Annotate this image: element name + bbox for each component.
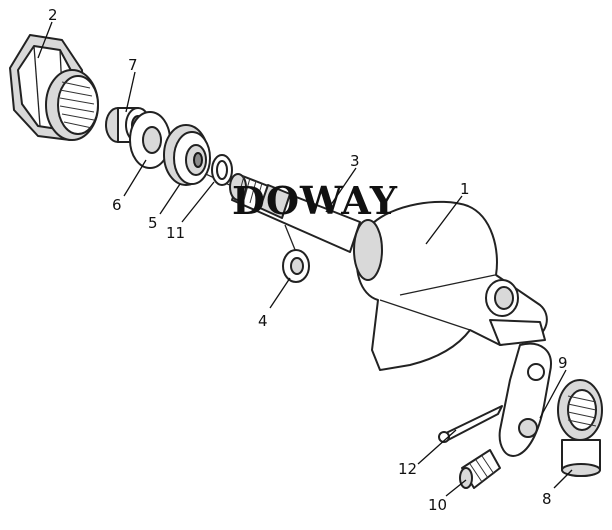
- leader-7: [125, 71, 136, 113]
- callout-9: 9: [558, 354, 568, 372]
- callout-5: 5: [148, 214, 158, 232]
- leader-9: [539, 369, 567, 419]
- leader-3: [325, 167, 357, 213]
- part-5-flanged-seal: [163, 124, 211, 186]
- callout-1: 1: [460, 180, 470, 198]
- callout-7: 7: [128, 56, 138, 74]
- leader-11: [181, 181, 215, 223]
- callout-11: 11: [166, 224, 185, 242]
- part-10-strainer: [459, 449, 501, 489]
- callout-6: 6: [112, 196, 122, 214]
- callout-12: 12: [398, 460, 417, 478]
- callout-8: 8: [542, 490, 552, 508]
- leader-10: [445, 479, 467, 497]
- callout-4: 4: [258, 312, 268, 330]
- callout-10: 10: [428, 496, 447, 514]
- part-9-link-plate: [498, 342, 552, 457]
- leader-6: [123, 159, 147, 197]
- leader-8: [553, 469, 573, 489]
- leader-lines: [37, 21, 573, 497]
- part-11-o-ring: [211, 154, 233, 186]
- part-8-gear-cap: [557, 379, 603, 477]
- leader-4: [269, 277, 291, 309]
- part-2-hex-nut: [9, 34, 99, 141]
- watermark-text: DOWAY: [232, 178, 398, 223]
- leader-1: [425, 195, 463, 245]
- callout-2: 2: [48, 6, 58, 24]
- leader-12: [417, 429, 457, 465]
- leader-2: [37, 21, 53, 59]
- callout-3: 3: [350, 152, 360, 170]
- part-4-small-washer: [282, 249, 310, 283]
- leader-5: [159, 183, 181, 215]
- part-1-body: [353, 200, 548, 371]
- part-3-shaft: [229, 173, 361, 253]
